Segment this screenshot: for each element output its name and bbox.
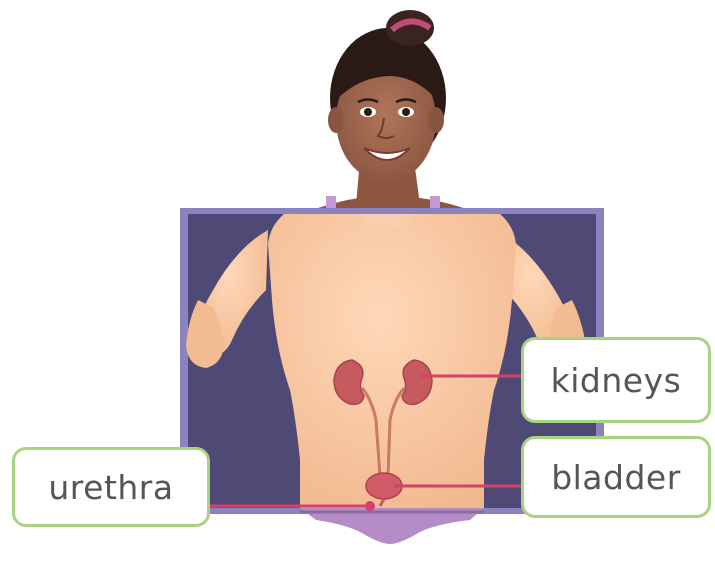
child-head: [300, 10, 480, 214]
urethra-pointer-dot: [365, 501, 375, 511]
bladder-label: bladder: [521, 436, 711, 518]
urethra-label: urethra: [12, 447, 210, 527]
underwear: [300, 508, 484, 544]
kidneys-label: kidneys: [521, 337, 711, 423]
